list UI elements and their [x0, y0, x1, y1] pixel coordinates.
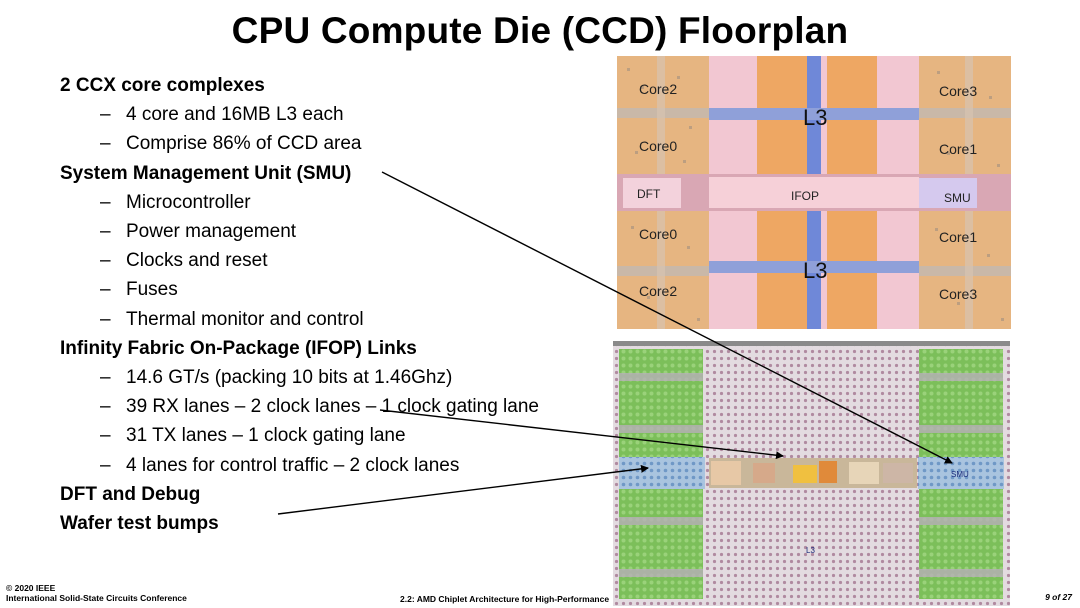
- bullet-text: Power management: [126, 221, 297, 243]
- bullet-text: 2 CCX core complexes: [60, 75, 265, 96]
- ifop-label: IFOP: [791, 189, 819, 203]
- dash-marker: –: [100, 133, 111, 155]
- core2-top-label: Core2: [639, 81, 677, 97]
- bullet-text: Comprise 86% of CCD area: [126, 133, 362, 155]
- page-number: 9 of 27: [1045, 592, 1072, 602]
- bullet-text: Wafer test bumps: [60, 513, 219, 535]
- footer-copyright: © 2020 IEEE International Solid-State Ci…: [6, 583, 187, 603]
- bullet-item: DFT and Debug: [60, 480, 620, 509]
- dash-marker: –: [100, 454, 111, 476]
- l3-bump-label: L3: [806, 546, 815, 555]
- slide-title: CPU Compute Die (CCD) Floorplan: [231, 10, 849, 51]
- conference-text: International Solid-State Circuits Confe…: [6, 593, 187, 603]
- bullet-text: DFT and Debug: [60, 483, 201, 505]
- core2-bottom-label: Core2: [639, 283, 677, 299]
- sub-bullet-item: –31 TX lanes – 1 clock gating lane: [60, 421, 620, 450]
- bullet-list: 2 CCX core complexes–4 core and 16MB L3 …: [60, 71, 620, 538]
- sub-bullet-item: –Microcontroller: [60, 188, 620, 217]
- sub-bullet-item: –Clocks and reset: [60, 246, 620, 275]
- bullet-text: 39 RX lanes – 2 clock lanes – 1 clock ga…: [126, 396, 539, 418]
- dash-marker: –: [100, 396, 111, 418]
- dash-marker: –: [100, 250, 111, 272]
- l3-top-label: L3: [803, 105, 827, 130]
- bullet-text: System Management Unit (SMU): [60, 162, 352, 184]
- bullet-text: 31 TX lanes – 1 clock gating lane: [126, 425, 406, 447]
- bullet-text: Fuses: [126, 279, 178, 301]
- dash-marker: –: [100, 191, 111, 213]
- sub-bullet-item: –14.6 GT/s (packing 10 bits at 1.46Ghz): [60, 363, 620, 392]
- bump-map-image: SMU L3: [613, 341, 1010, 606]
- bullet-item: Wafer test bumps: [60, 509, 620, 538]
- dash-marker: –: [100, 221, 111, 243]
- bullet-item: 2 CCX core complexes: [60, 71, 620, 100]
- sub-bullet-item: –Comprise 86% of CCD area: [60, 129, 620, 158]
- bullet-text: 4 lanes for control traffic – 2 clock la…: [126, 454, 460, 476]
- smu-label: SMU: [944, 191, 971, 205]
- sub-bullet-item: –4 lanes for control traffic – 2 clock l…: [60, 451, 620, 480]
- core0-top-label: Core0: [639, 138, 677, 154]
- bullet-item: Infinity Fabric On-Package (IFOP) Links: [60, 334, 620, 363]
- dash-marker: –: [100, 308, 111, 330]
- dash-marker: –: [100, 367, 111, 389]
- bullet-text: Microcontroller: [126, 191, 251, 213]
- bullet-text: Clocks and reset: [126, 250, 268, 272]
- footer-session: 2.2: AMD Chiplet Architecture for High-P…: [400, 594, 610, 604]
- dft-label: DFT: [637, 187, 661, 201]
- dash-marker: –: [100, 104, 111, 126]
- bullet-item: System Management Unit (SMU): [60, 159, 620, 188]
- core3-bottom-label: Core3: [939, 286, 977, 302]
- copyright-text: © 2020 IEEE: [6, 583, 56, 593]
- dash-marker: –: [100, 279, 111, 301]
- ccd-floorplan-image: Core2 Core3 L3 Core0 Core1 DFT IFOP SMU …: [617, 56, 1011, 329]
- sub-bullet-item: –Thermal monitor and control: [60, 305, 620, 334]
- bullet-text: 14.6 GT/s (packing 10 bits at 1.46Ghz): [126, 367, 453, 389]
- sub-bullet-item: –Fuses: [60, 275, 620, 304]
- l3-bottom-label: L3: [803, 258, 827, 283]
- core3-top-label: Core3: [939, 83, 977, 99]
- sub-bullet-item: –4 core and 16MB L3 each: [60, 100, 620, 129]
- sub-bullet-item: –39 RX lanes – 2 clock lanes – 1 clock g…: [60, 392, 620, 421]
- core1-bottom-label: Core1: [939, 229, 977, 245]
- core1-top-label: Core1: [939, 141, 977, 157]
- bullet-text: Thermal monitor and control: [126, 308, 364, 330]
- sub-bullet-item: –Power management: [60, 217, 620, 246]
- bullet-text: Infinity Fabric On-Package (IFOP) Links: [60, 337, 417, 359]
- smu-bump-label: SMU: [951, 470, 969, 479]
- core0-bottom-label: Core0: [639, 226, 677, 242]
- dash-marker: –: [100, 425, 111, 447]
- bullet-text: 4 core and 16MB L3 each: [126, 104, 344, 126]
